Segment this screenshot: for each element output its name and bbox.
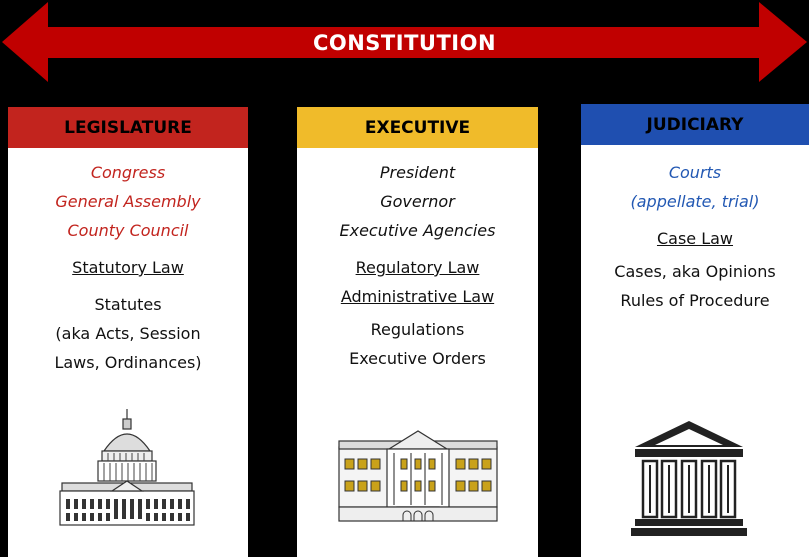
legislature-source-2: (aka Acts, Session — [55, 324, 201, 343]
executive-body-3: Executive Agencies — [339, 221, 496, 240]
legislature-source-1: Statutes — [94, 295, 162, 314]
executive-column: EXECUTIVE President Governor Executive A… — [297, 107, 538, 557]
executive-body-1: President — [379, 163, 456, 182]
constitution-label: CONSTITUTION — [312, 31, 497, 55]
executive-law-type-2: Administrative Law — [340, 287, 495, 306]
legislature-header: LEGISLATURE — [8, 107, 248, 148]
judiciary-source-1: Cases, aka Opinions — [614, 262, 776, 281]
legislature-body-2: General Assembly — [55, 192, 201, 211]
judiciary-body-2: (appellate, trial) — [630, 192, 760, 211]
judiciary-column: JUDICIARY Courts (appellate, trial) Case… — [581, 104, 809, 557]
judiciary-body-1: Courts — [668, 163, 722, 182]
legislature-body-1: Congress — [90, 163, 166, 182]
judiciary-header: JUDICIARY — [581, 104, 809, 145]
judiciary-law-type: Case Law — [656, 229, 734, 248]
legislature-source-3: Laws, Ordinances) — [54, 353, 202, 372]
capitol-building-icon — [59, 409, 195, 526]
legislature-law-type: Statutory Law — [72, 258, 184, 277]
courthouse-icon — [631, 421, 747, 536]
executive-header: EXECUTIVE — [297, 107, 538, 148]
executive-body-2: Governor — [380, 192, 455, 211]
judiciary-source-2: Rules of Procedure — [620, 291, 770, 310]
executive-law-type-1: Regulatory Law — [355, 258, 480, 277]
executive-source-1: Regulations — [370, 320, 465, 339]
executive-source-2: Executive Orders — [349, 349, 486, 368]
constitution-arrow — [2, 2, 807, 82]
legislature-column: LEGISLATURE Congress General Assembly Co… — [8, 107, 248, 557]
legislature-body-3: County Council — [67, 221, 189, 240]
white-house-icon — [338, 430, 498, 522]
